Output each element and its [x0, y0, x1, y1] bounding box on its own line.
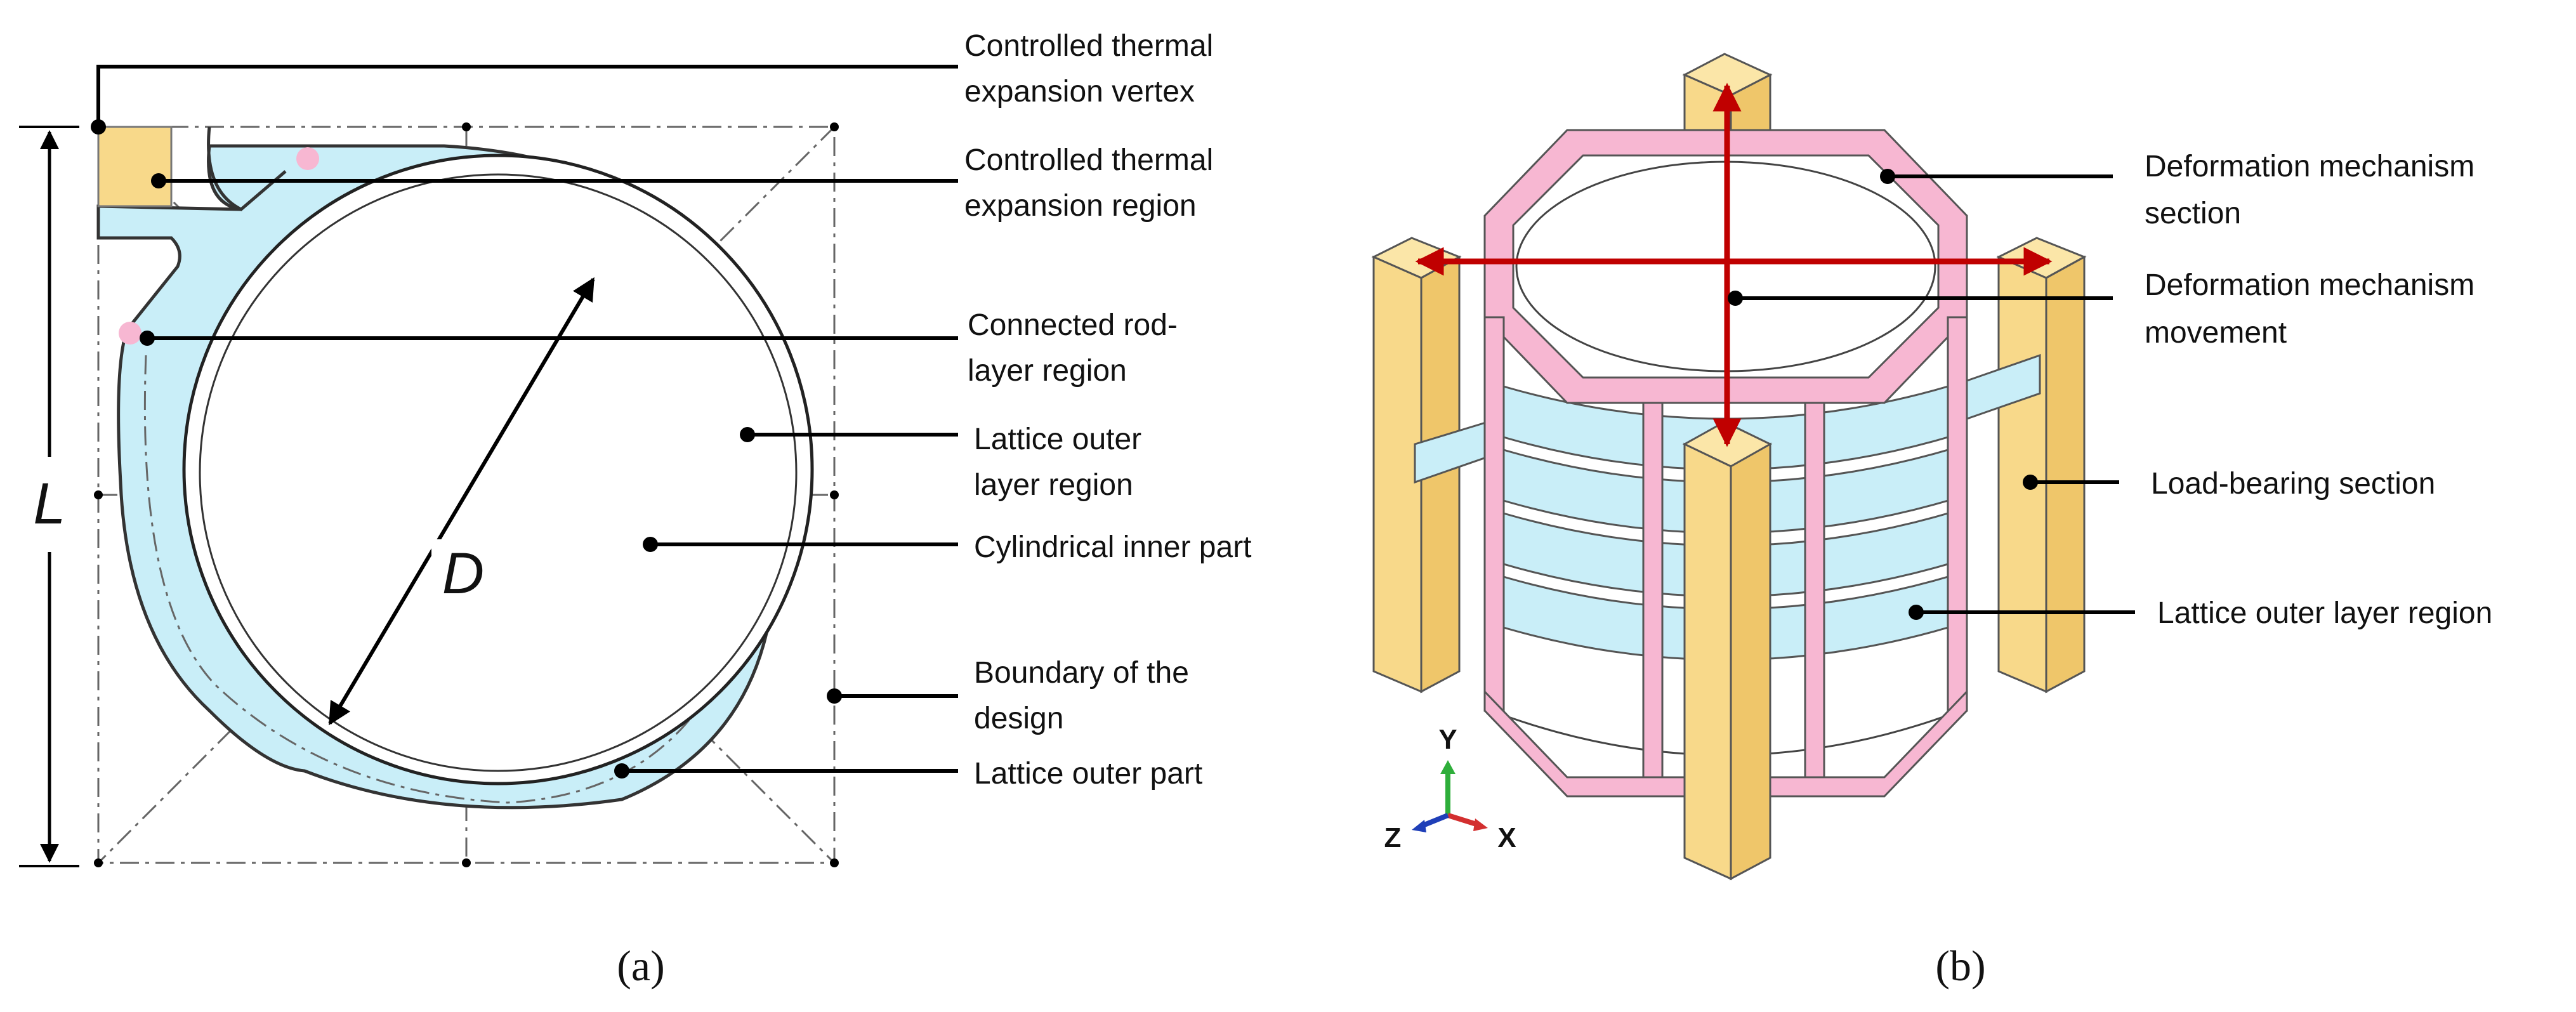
label-cylindrical-inner: Cylindrical inner part: [974, 530, 1252, 564]
leader-dot: [1728, 291, 1743, 306]
dim-D-label: D: [442, 541, 484, 606]
leader-vertex: [96, 65, 958, 127]
cylindrical-inner-part-shape: [182, 154, 814, 785]
load-bearing-post-front: [1682, 421, 1773, 881]
label-rod-layer: Connected rod- layer region: [968, 308, 1186, 388]
boundary-corner-dot: [830, 858, 839, 867]
leader-dot: [614, 763, 629, 779]
label-lattice-outer-layer-b: Lattice outer layer region: [2157, 596, 2492, 630]
deformation-mechanism-frame-sides: [1483, 316, 1968, 798]
label-mech-section: Deformation mechanism section: [2145, 150, 2483, 230]
leader-dot: [1880, 169, 1895, 184]
boundary-corner-dot: [830, 122, 839, 131]
leader-dot: [740, 427, 755, 442]
coordinate-triad: Y Z X: [1384, 724, 1516, 853]
boundary-mid-dot: [830, 490, 839, 499]
thermal-expansion-region-shape: [97, 126, 173, 207]
label-lattice-outer-layer: Lattice outer layer region: [974, 423, 1150, 502]
dim-D-label-bg: [431, 539, 495, 603]
leader-dot: [827, 688, 842, 704]
caption-b: (b): [1935, 942, 1985, 990]
load-bearing-post-left: [1371, 237, 1462, 693]
boundary-mid-dot: [94, 490, 103, 499]
label-load-bearing: Load-bearing section: [2151, 467, 2435, 501]
dim-D-arrow: [328, 277, 595, 726]
pink-marker-top: [296, 147, 319, 170]
axis-x-label: X: [1497, 822, 1516, 853]
label-thermal-region: Controlled thermal expansion region: [964, 143, 1222, 223]
label-boundary: Boundary of the design: [974, 656, 1197, 735]
panel-b-drawing: Y Z X: [1371, 53, 2135, 881]
leader-dot: [1909, 605, 1924, 620]
label-lattice-outer-part: Lattice outer part: [974, 757, 1202, 791]
axis-z-icon: [1420, 813, 1449, 829]
diagonal-line-2: [97, 126, 836, 864]
load-bearing-post-right: [1996, 237, 2087, 693]
axis-x-icon: [1447, 813, 1480, 827]
panel-a-drawing: L D: [19, 65, 958, 867]
pink-marker-left: [119, 322, 141, 345]
panel-b-labels: Deformation mechanism section Deformatio…: [1935, 150, 2492, 990]
label-mech-movement: Deformation mechanism movement: [2145, 268, 2483, 350]
caption-a: (a): [617, 942, 664, 990]
cylinder-inner-contour: [199, 173, 798, 772]
label-thermal-vertex: Controlled thermal expansion vertex: [964, 29, 1222, 108]
leader-dot: [2023, 475, 2038, 490]
axis-y-label: Y: [1438, 724, 1457, 755]
leader-dot: [140, 331, 155, 346]
boundary-mid-dot: [462, 122, 471, 131]
axis-z-label: Z: [1384, 822, 1402, 853]
dim-L-label: L: [33, 471, 65, 536]
leader-dot: [643, 537, 658, 552]
leader-dot: [91, 119, 106, 135]
panel-a-labels: Controlled thermal expansion vertex Cont…: [617, 29, 1251, 990]
boundary-mid-dot: [462, 858, 471, 867]
leader-dot: [151, 173, 166, 188]
boundary-corner-dot: [94, 858, 103, 867]
